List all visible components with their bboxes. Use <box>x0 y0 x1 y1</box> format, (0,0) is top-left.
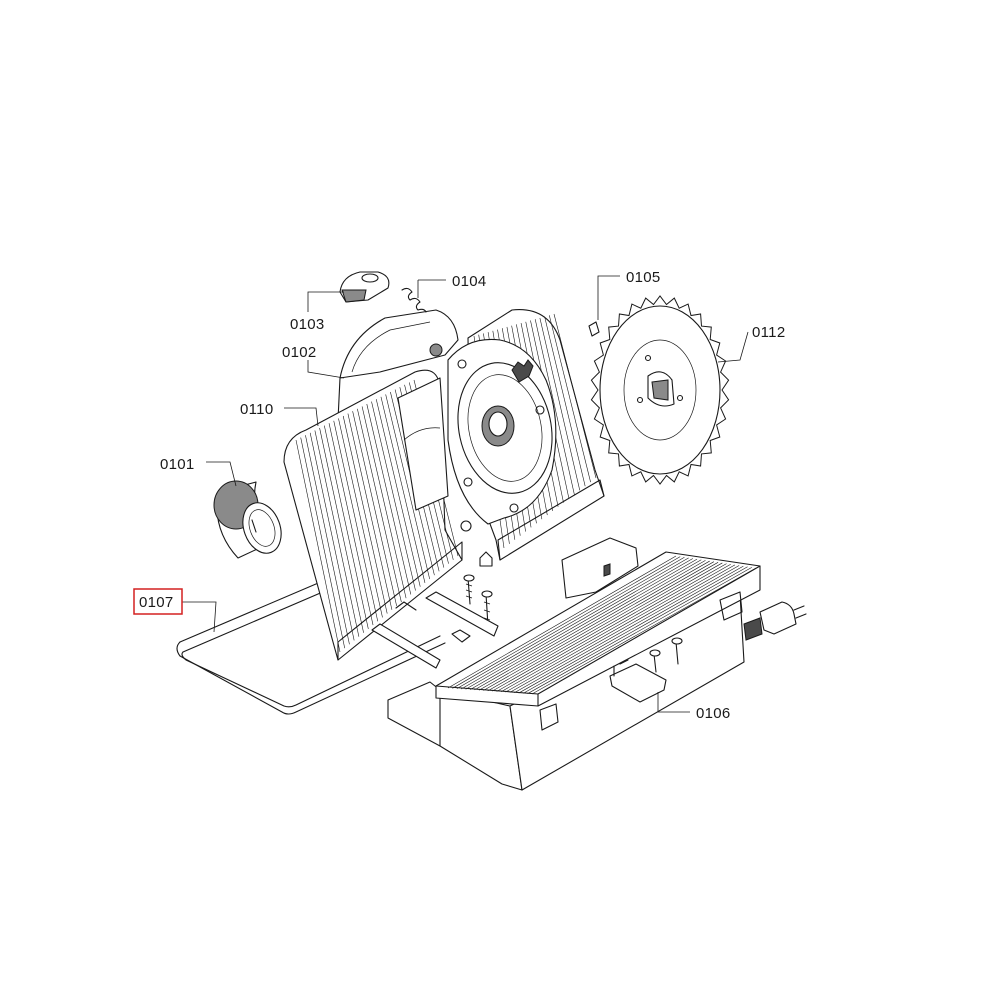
rib-line <box>456 557 685 689</box>
rib-line <box>380 396 426 583</box>
rib-line <box>523 566 748 694</box>
rib-line <box>333 420 379 622</box>
screws-center[interactable] <box>371 551 499 669</box>
rib-line <box>492 562 719 692</box>
rib-line <box>295 439 341 653</box>
label-0112[interactable]: 0112 <box>752 324 785 341</box>
label-0106[interactable]: 0106 <box>696 705 731 722</box>
rib-line <box>300 437 346 649</box>
rib-line <box>469 558 698 690</box>
rib-line <box>385 394 430 580</box>
rib-line <box>553 313 597 479</box>
rib-line <box>324 425 369 630</box>
rib-line <box>328 423 374 626</box>
rib-line <box>544 316 586 487</box>
rib-line <box>465 558 693 690</box>
part-0105-pin[interactable] <box>588 321 600 337</box>
label-0105[interactable]: 0105 <box>626 269 661 286</box>
rib-line <box>452 556 681 689</box>
rib-line <box>514 565 740 693</box>
highlight-box-0107 <box>133 588 183 615</box>
rib-line <box>474 559 702 691</box>
rib-line <box>505 563 731 693</box>
rib-line <box>531 567 757 695</box>
rib-line <box>518 565 744 694</box>
rib-line <box>549 315 591 483</box>
rib-line <box>314 430 360 637</box>
leader-lines <box>182 275 749 713</box>
rib-line <box>534 319 575 495</box>
part-0107-wire-frame[interactable] <box>176 577 446 715</box>
label-0104[interactable]: 0104 <box>452 273 487 290</box>
rib-line <box>357 408 402 603</box>
motor-flange[interactable] <box>446 338 563 532</box>
rib-line <box>352 411 397 606</box>
rib-line <box>342 415 388 614</box>
rib-line <box>478 560 706 691</box>
label-0101[interactable]: 0101 <box>160 456 195 473</box>
rib-line <box>361 406 407 599</box>
part-0110-carriage-plate[interactable] <box>283 369 463 661</box>
rib-line <box>496 562 723 692</box>
label-0110[interactable]: 0110 <box>240 401 273 418</box>
rib-line <box>509 564 736 693</box>
rib-line <box>375 399 421 587</box>
part-0112-blade[interactable] <box>590 295 730 485</box>
rib-line <box>338 418 383 618</box>
label-0107[interactable]: 0107 <box>139 594 174 611</box>
part-0106-base[interactable] <box>387 537 807 791</box>
rib-line <box>539 317 581 491</box>
label-0102[interactable]: 0102 <box>282 344 317 361</box>
label-0103[interactable]: 0103 <box>290 316 325 333</box>
rib-line <box>461 557 689 690</box>
rib-line <box>309 432 355 641</box>
part-0104-spring[interactable] <box>401 287 427 313</box>
rib-line <box>447 555 677 689</box>
part-0103-button[interactable] <box>339 271 390 303</box>
tray-ribs <box>447 555 757 695</box>
rib-line <box>527 567 752 694</box>
part-labels: 0101 0102 0103 0104 0105 0106 0107 0110 … <box>139 269 785 722</box>
rib-line <box>319 427 364 633</box>
rib-line <box>500 563 727 693</box>
part-0101-roller[interactable] <box>213 480 288 559</box>
rib-line <box>487 561 715 692</box>
rib-line <box>366 403 412 595</box>
rib-line <box>371 401 416 591</box>
rib-line <box>347 413 393 610</box>
rib-line <box>305 435 350 645</box>
rib-line <box>483 560 710 691</box>
part-0102-housing[interactable] <box>337 309 459 421</box>
